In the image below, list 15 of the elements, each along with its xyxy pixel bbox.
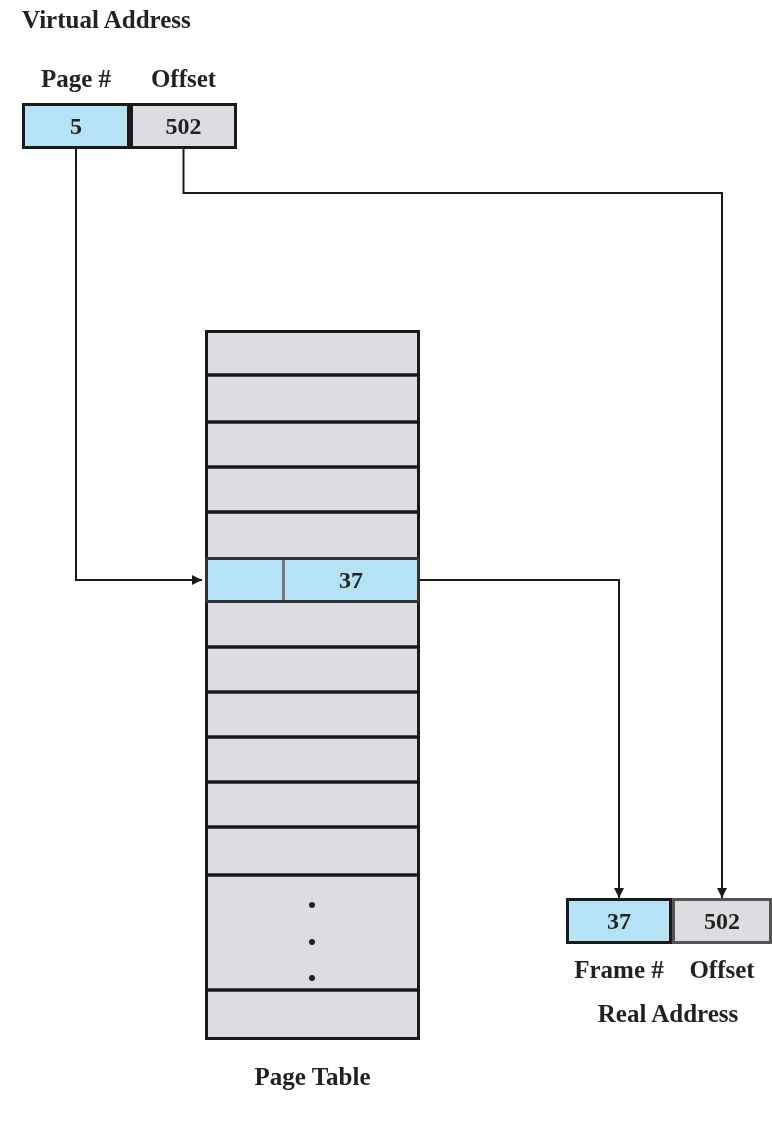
field-label: Offset (689, 956, 755, 984)
page-table-entry (205, 557, 420, 603)
table-caption: Page Table (254, 1063, 371, 1091)
address-heading: Real Address (597, 1000, 739, 1028)
address-heading: Virtual Address (22, 6, 191, 34)
offset-field: 502 (130, 103, 237, 149)
field-label: Page # (40, 65, 112, 93)
frame-number-field: 37 (566, 898, 672, 944)
arrow (75, 148, 203, 585)
page-number-field: 5 (22, 103, 130, 149)
frame-number: 37 (338, 565, 364, 595)
arrow (182, 148, 727, 899)
field-label: Frame # (574, 956, 664, 984)
field-label: Offset (150, 65, 217, 93)
offset-field: 502 (672, 898, 772, 944)
